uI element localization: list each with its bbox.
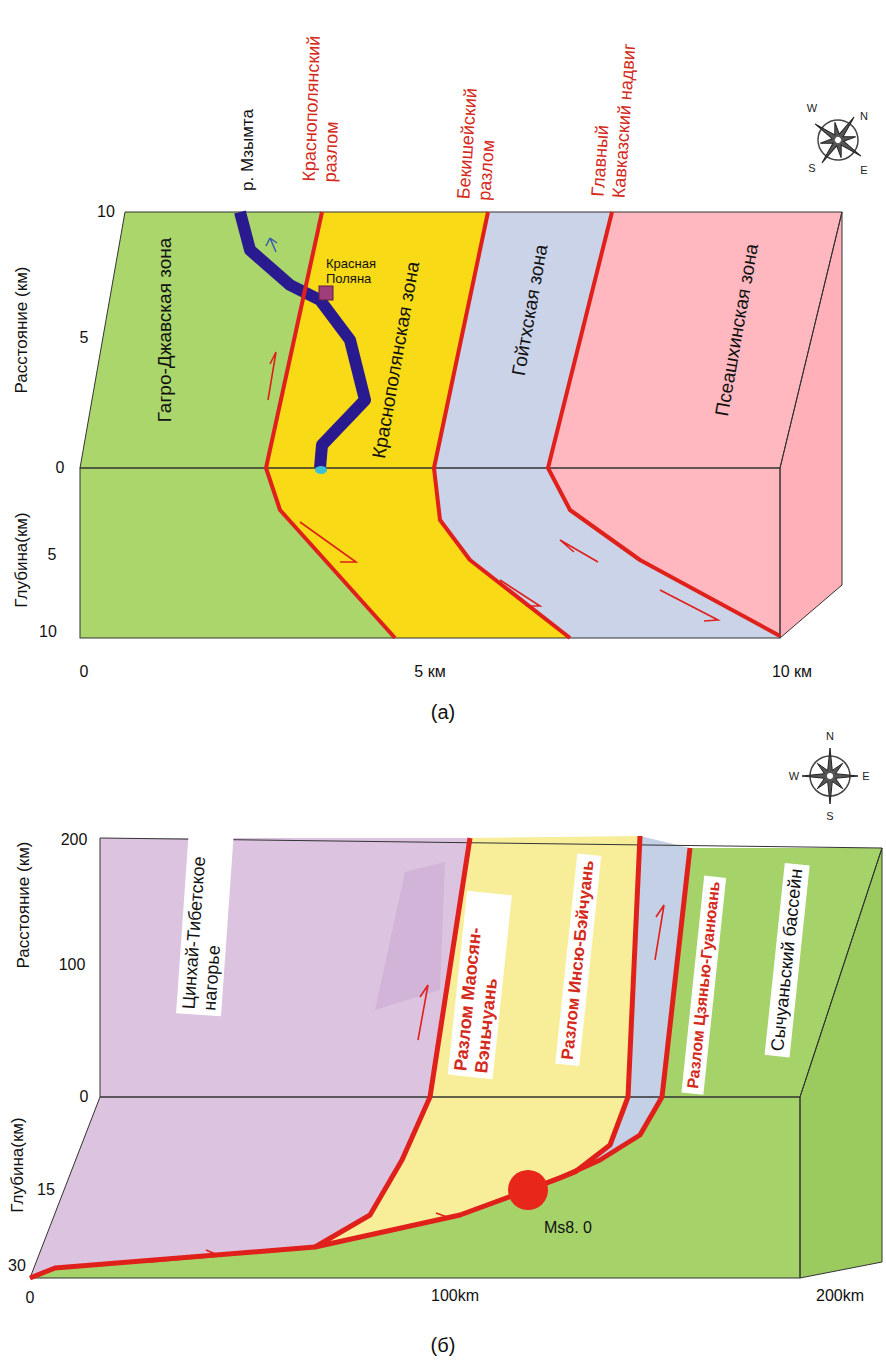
axis-tick: 0	[80, 1088, 89, 1106]
place-name: Красная Поляна	[326, 257, 398, 287]
axis-tick: 5 км	[414, 663, 445, 681]
axis-tick: 10	[97, 203, 115, 221]
river-name: р. Мзымта	[238, 109, 258, 191]
compass-letter: N	[860, 110, 868, 123]
magnitude-label: Ms8. 0	[544, 1219, 592, 1237]
fault-name: Главный Кавказский надвиг	[588, 31, 641, 198]
axis-tick: 5	[48, 546, 57, 564]
axis-title: Расстояние (км)	[14, 842, 34, 969]
block-b	[30, 748, 882, 1278]
axis-tick: 0	[26, 1289, 35, 1307]
compass-letter: E	[860, 164, 867, 177]
axis-title: Расстояние (км)	[12, 267, 32, 394]
panel-caption: (а)	[431, 701, 455, 724]
panel-caption: (б)	[431, 1334, 456, 1357]
axis-tick: 30	[8, 1257, 26, 1275]
axis-tick: 5	[80, 329, 89, 347]
compass-letter: W	[807, 102, 817, 115]
axis-tick: 0	[56, 459, 65, 477]
axis-tick: 100km	[431, 1287, 479, 1305]
fault-name: Бекишейский разлом	[453, 79, 503, 202]
axis-tick: 0	[80, 663, 89, 681]
axis-title: Глубина(км)	[12, 512, 32, 607]
compass-letter: S	[826, 810, 833, 823]
axis-title: Глубина(км)	[8, 1117, 28, 1212]
axis-tick: 15	[37, 1181, 55, 1199]
compass-letter: S	[808, 162, 815, 175]
compass-letter: W	[789, 770, 799, 783]
axis-tick: 100	[59, 956, 86, 974]
axis-tick: 10 км	[772, 663, 812, 681]
compass-letter: E	[862, 770, 869, 783]
axis-tick: 200km	[816, 1287, 864, 1305]
zone-name: Гагро-Джавская зона	[154, 238, 176, 423]
fault-name: Краснополянский разлом	[299, 41, 345, 182]
axis-tick: 200	[61, 831, 88, 849]
compass-letter: N	[826, 730, 834, 743]
axis-tick: 10	[39, 623, 57, 641]
